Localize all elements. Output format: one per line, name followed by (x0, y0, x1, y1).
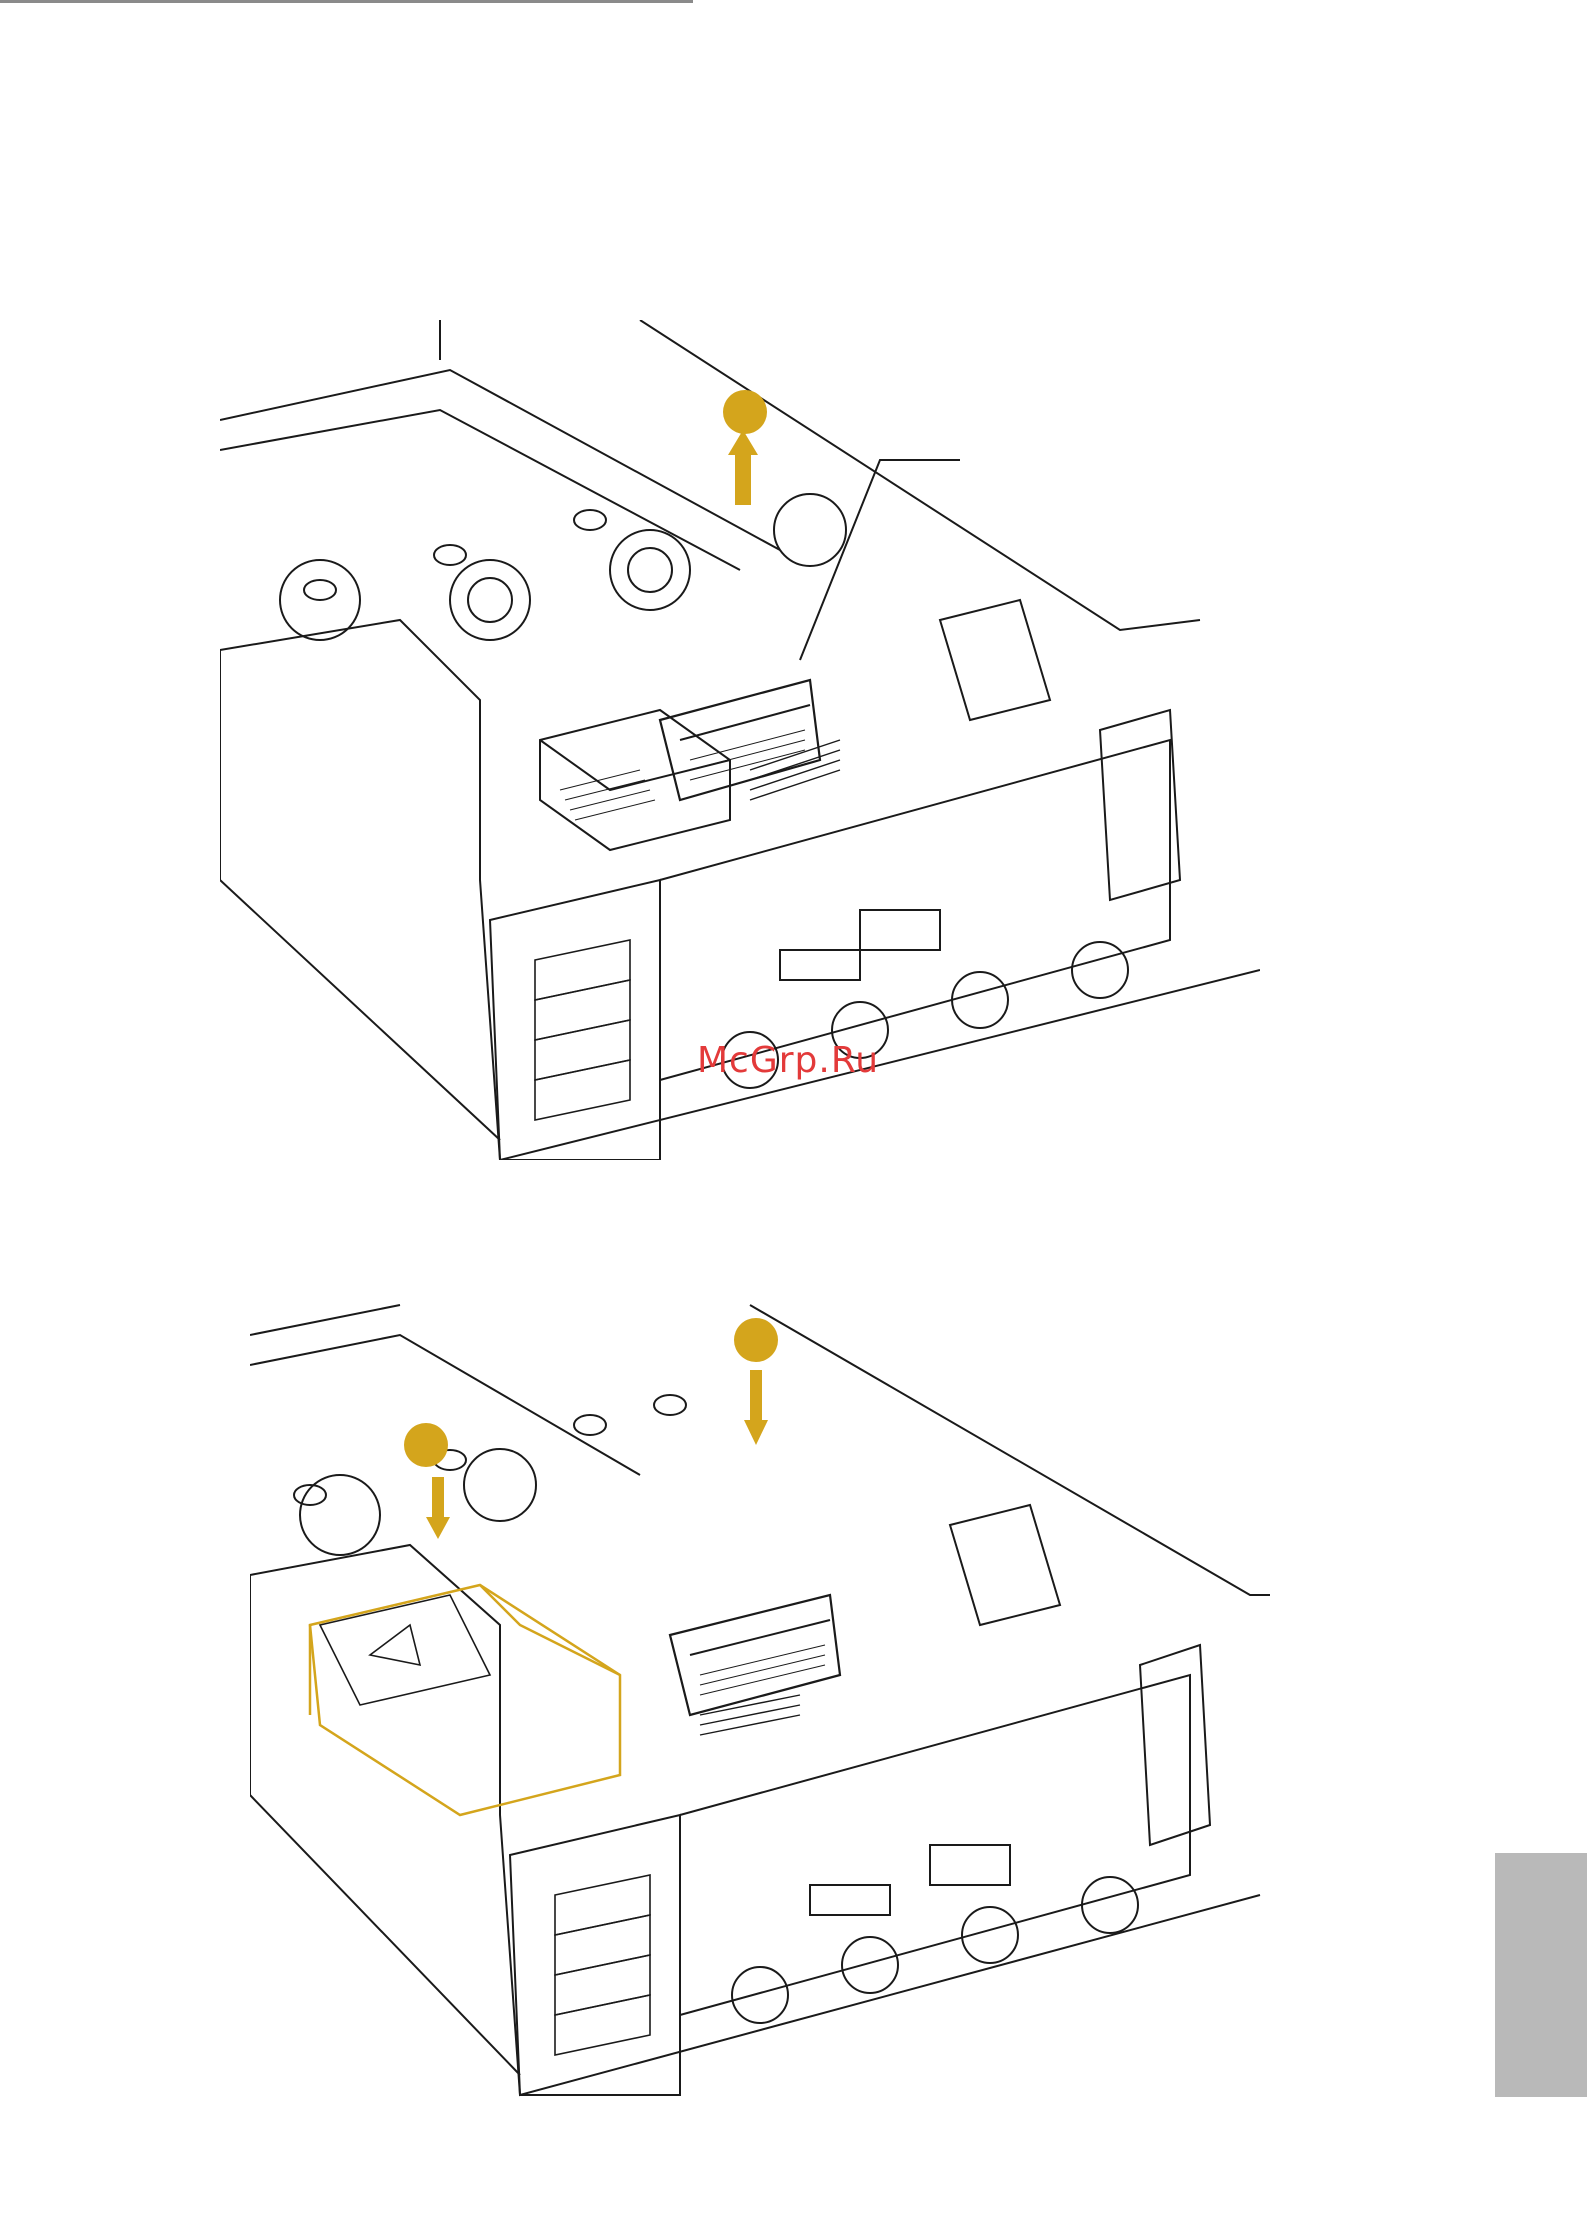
down-arrow-shaft (432, 1477, 444, 1517)
air-duct-outline (310, 1585, 620, 1815)
watermark: McGrp.Ru (697, 1040, 879, 1081)
server-chassis-illustration (220, 320, 1260, 1160)
down-arrow-shaft (750, 1370, 762, 1420)
figure-2-riser-and-duct-install (250, 1295, 1290, 2115)
server-chassis-illustration (250, 1295, 1290, 2115)
up-arrow-shaft (735, 455, 751, 505)
header-rule (0, 0, 693, 3)
chapter-tab (1495, 1853, 1587, 2097)
callout-install-duct (404, 1423, 450, 1539)
down-arrow-icon (426, 1517, 450, 1539)
step-marker-duct (404, 1423, 448, 1467)
callout-lift-riser (723, 390, 767, 505)
callout-install-riser (734, 1318, 778, 1445)
figure-1-riser-removal (220, 320, 1260, 1160)
up-arrow-icon (728, 430, 758, 455)
step-marker-1 (723, 390, 767, 434)
step-marker-riser (734, 1318, 778, 1362)
down-arrow-icon (744, 1420, 768, 1445)
